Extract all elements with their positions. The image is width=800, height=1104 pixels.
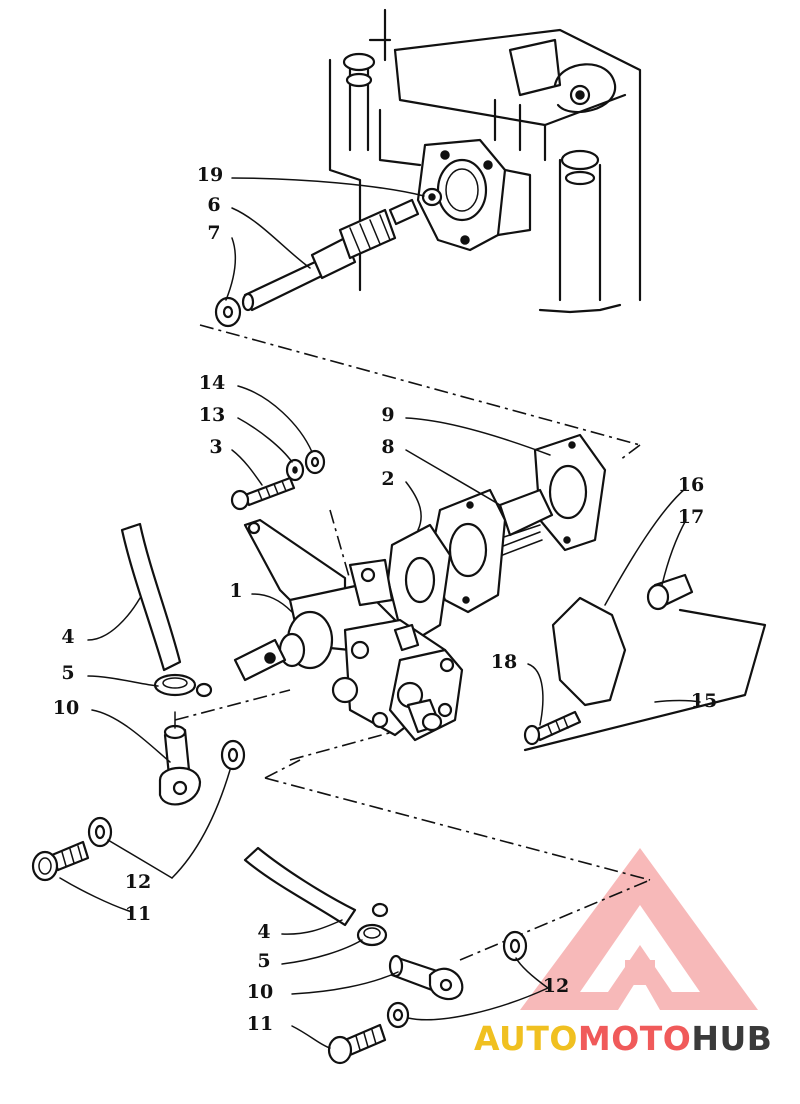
engine-block-drawing	[328, 8, 642, 314]
sealing-washer-12-upper-b-icon	[87, 816, 113, 848]
washer-7-icon	[214, 296, 242, 328]
hose-clamp-5-lower-icon	[356, 902, 389, 947]
callout-11: 11	[125, 903, 151, 925]
callout-5: 5	[61, 662, 74, 684]
washer-14-icon	[304, 449, 326, 475]
callout-1: 1	[229, 580, 242, 602]
mounting-flange-8-drawing	[428, 488, 554, 614]
watermark-text-moto: MOTO	[577, 1019, 692, 1058]
callout-16: 16	[678, 474, 704, 496]
callout-13: 13	[199, 404, 225, 426]
callout-14: 14	[199, 372, 225, 394]
callout-10: 10	[247, 981, 273, 1003]
oil-pump-body-drawing	[233, 518, 464, 742]
plug-17-icon	[646, 573, 694, 611]
callout-7: 7	[207, 222, 220, 244]
callout-18: 18	[491, 651, 517, 673]
banjo-fitting-10-upper-icon	[158, 711, 202, 806]
callout-4: 4	[257, 921, 270, 943]
callout-6: 6	[207, 194, 220, 216]
assembly-centerlines	[174, 324, 651, 961]
hose-clamp-5-upper-icon	[153, 673, 213, 698]
callout-4: 4	[61, 626, 74, 648]
cover-gasket-16-icon	[551, 596, 627, 707]
sealing-washer-12-upper-a-icon	[220, 739, 246, 771]
callout-2: 2	[381, 468, 394, 490]
watermark-text-auto: AUTO	[474, 1019, 578, 1058]
banjo-bolt-11-upper-icon	[31, 840, 90, 882]
callout-3: 3	[209, 436, 222, 458]
callout-19: 19	[197, 164, 223, 186]
watermark-text-hub: HUB	[691, 1019, 773, 1058]
callout-15: 15	[691, 690, 717, 712]
callout-12: 12	[125, 871, 151, 893]
pump-shaft-drawing	[241, 187, 443, 312]
watermark-logo-icon	[520, 848, 758, 1010]
oil-hose-4-upper-icon	[120, 522, 182, 672]
banjo-bolt-11-lower-icon	[327, 1023, 387, 1065]
callout-15-bracket	[523, 608, 767, 752]
callout-12: 12	[543, 975, 569, 997]
banjo-fitting-10-lower-icon	[388, 954, 464, 1001]
screw-18-icon	[523, 710, 582, 746]
sealing-washer-12-lower-b-icon	[386, 1001, 410, 1029]
gasket-2-icon	[386, 523, 452, 642]
bolt-3-icon	[230, 476, 296, 511]
callout-10: 10	[53, 697, 79, 719]
oil-hose-4-lower-icon	[243, 846, 357, 927]
callout-5: 5	[257, 950, 270, 972]
callout-8: 8	[381, 436, 394, 458]
gasket-9-icon	[533, 433, 607, 552]
callout-11: 11	[247, 1013, 273, 1035]
sealing-washer-12-lower-a-icon	[502, 930, 528, 962]
watermark-brand-text: AUTOMOTOHUB	[474, 1019, 772, 1059]
callout-17: 17	[678, 506, 704, 528]
callout-9: 9	[381, 404, 394, 426]
leader-lines	[59, 177, 701, 1049]
washer-13-icon	[285, 458, 305, 482]
